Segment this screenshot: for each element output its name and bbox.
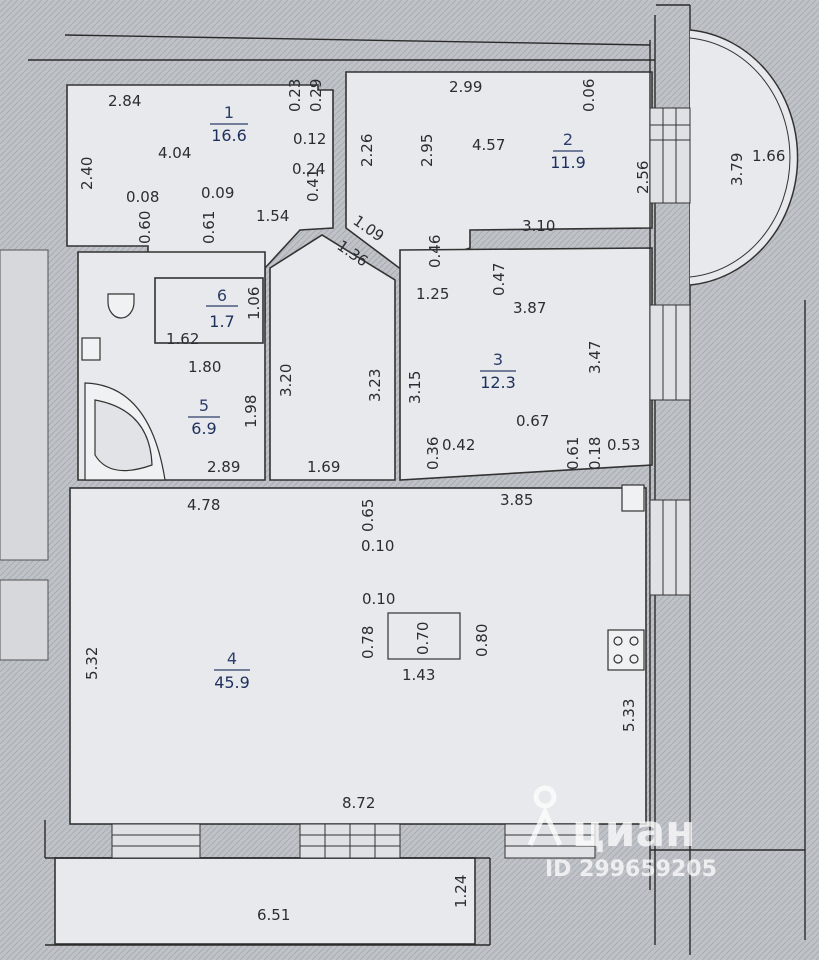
sink-fixture: [81, 337, 101, 361]
dim-r2-e: 2.56: [634, 161, 652, 194]
dim-r1-inner: 4.04: [158, 144, 191, 162]
room-6-number: 6: [217, 286, 227, 305]
dim-r1-f: 1.54: [256, 207, 289, 225]
dim-hall-d: 1.69: [307, 458, 340, 476]
dim-r3-i: 0.61: [564, 437, 582, 470]
dim-r4-a: 4.78: [187, 496, 220, 514]
watermark-brand: циан: [572, 806, 696, 857]
dim-r1-a: 0.23: [286, 79, 304, 112]
watermark: циан ID 299659205: [527, 785, 717, 882]
room-6-area: 1.7: [209, 312, 234, 331]
dim-r4-g: 0.70: [414, 622, 432, 655]
room-4-number: 4: [227, 649, 237, 668]
dim-balcony-b: 1.66: [752, 147, 785, 165]
sheet-left-strip-2: [0, 579, 49, 661]
dim-r1-c: 0.12: [293, 130, 326, 148]
dim-r3-e: 3.15: [406, 371, 424, 404]
room-6-floor: [154, 277, 264, 344]
dim-r4-b: 0.65: [359, 499, 377, 532]
dim-r3-f: 0.67: [516, 412, 549, 430]
room-1-number: 1: [224, 103, 234, 122]
dim-r5-a: 1.80: [188, 358, 221, 376]
column-box: [621, 484, 645, 512]
dim-r2-d: 4.57: [472, 136, 505, 154]
room-3-area: 12.3: [480, 373, 516, 392]
dim-r5-b: 1.98: [242, 395, 260, 428]
room-2-number: 2: [563, 130, 573, 149]
dim-r4-l: 8.72: [342, 794, 375, 812]
dim-r2-b: 2.26: [358, 134, 376, 167]
dim-r5-c: 2.89: [207, 458, 240, 476]
stove-fixture: [607, 629, 645, 671]
dim-r3-d: 3.47: [586, 341, 604, 374]
room-4-floor: [69, 487, 647, 825]
dim-r2-c: 2.95: [418, 134, 436, 167]
dim-r6-a: 1.06: [245, 287, 263, 320]
dim-r3-h: 0.42: [442, 436, 475, 454]
sheet-left-strip: [0, 249, 49, 561]
dim-r4-j: 5.32: [83, 647, 101, 680]
dim-r1-h: 0.60: [136, 211, 154, 244]
dim-r1-left: 2.40: [78, 157, 96, 190]
dim-r2-h: 0.46: [426, 235, 444, 268]
dim-r6-b: 1.62: [166, 330, 199, 348]
room-5-number: 5: [199, 396, 209, 415]
dim-r3-b: 1.25: [416, 285, 449, 303]
dim-r3-g: 0.36: [424, 437, 442, 470]
dim-r1-b: 0.29: [307, 79, 325, 112]
dim-r1-g: 0.08: [126, 188, 159, 206]
room-3-number: 3: [493, 350, 503, 369]
dimension-labels: 2.84 4.04 2.40 0.23 0.29 0.12 0.24 0.41 …: [78, 78, 785, 924]
dim-r4-i: 1.43: [402, 666, 435, 684]
dim-r2-f: 3.10: [522, 217, 555, 235]
balcony-arc: [689, 29, 799, 286]
room-3-floor: [399, 247, 653, 481]
balcony-arc-inner: [689, 37, 791, 278]
vent-shaft: [387, 612, 461, 660]
windows: [111, 107, 691, 859]
dim-r3-j: 0.18: [586, 437, 604, 470]
dim-hall-b: 3.20: [277, 364, 295, 397]
dim-r1-e: 0.41: [304, 169, 322, 202]
fixtures: [81, 293, 645, 671]
dim-r1-top: 2.84: [108, 92, 141, 110]
dim-r4-c: 3.85: [500, 491, 533, 509]
dim-r4-f: 0.78: [359, 626, 377, 659]
dim-r4-k: 5.33: [620, 699, 638, 732]
location-pin-icon: [527, 785, 563, 847]
dim-r1-j: 0.61: [200, 211, 218, 244]
bathtub-inner: [94, 399, 153, 472]
dim-r1-i: 0.09: [201, 184, 234, 202]
dim-r4-h: 0.80: [473, 624, 491, 657]
hall-floor: [269, 234, 396, 481]
loggia-floor: [54, 857, 476, 945]
room-labels: 1 16.6 2 11.9 3 12.3 4 45.9 5 6.9 6 1.7: [188, 103, 586, 692]
dim-loggia-a: 6.51: [257, 906, 290, 924]
dim-balcony-a: 3.79: [728, 153, 746, 186]
room-4-area: 45.9: [214, 673, 250, 692]
dim-r2-top: 2.99: [449, 78, 482, 96]
room-1-area: 16.6: [211, 126, 247, 145]
dim-r1-d: 0.24: [292, 160, 325, 178]
dim-r4-d: 0.10: [361, 537, 394, 555]
dim-r4-e: 0.10: [362, 590, 395, 608]
room-2-floor: [345, 71, 653, 271]
toilet-fixture: [107, 293, 135, 319]
room-5-area: 6.9: [191, 419, 216, 438]
dim-r2-a: 0.06: [580, 79, 598, 112]
dim-loggia-b: 1.24: [452, 875, 470, 908]
room-2-area: 11.9: [550, 153, 586, 172]
dim-r3-k: 0.53: [607, 436, 640, 454]
watermark-id: ID 299659205: [545, 857, 717, 882]
room-1-floor: [66, 84, 334, 323]
dim-r3-a: 0.47: [490, 263, 508, 296]
dim-hall-c: 3.23: [366, 369, 384, 402]
dim-r3-c: 3.87: [513, 299, 546, 317]
